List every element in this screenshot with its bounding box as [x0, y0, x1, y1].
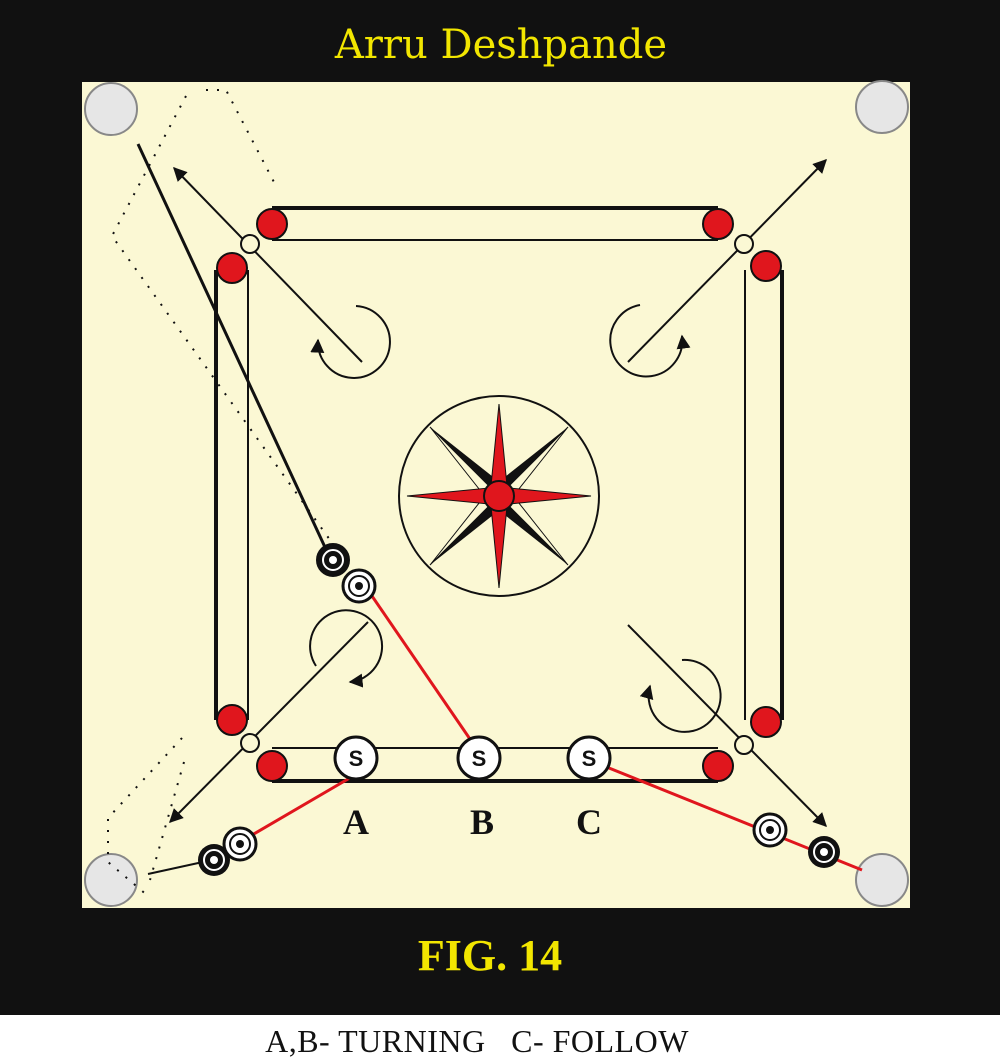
coins-bottom-left [198, 826, 258, 876]
coin-icon [198, 844, 230, 876]
pocket-icon [855, 853, 909, 907]
striker-icon [566, 735, 612, 781]
striker-c: S [566, 735, 612, 781]
coin-icon [808, 836, 840, 868]
coins-bottom-right [752, 812, 840, 868]
svg-text:S: S [472, 746, 487, 771]
compass-star-icon [398, 395, 600, 597]
corner-diagonals [169, 159, 827, 827]
rotation-arrow-icon [309, 609, 384, 688]
shot-label-c: C [576, 802, 602, 842]
shot-label-b: B [470, 802, 494, 842]
svg-text:S: S [582, 746, 597, 771]
figure-caption: A,B- TURNING C- FOLLOW [265, 1023, 689, 1059]
striker-a: S [333, 735, 379, 781]
pocket-icon [84, 853, 138, 907]
coins-left [316, 543, 377, 604]
striker-b: S [456, 735, 502, 781]
baseline-red-circles [216, 208, 782, 782]
pockets [84, 80, 909, 907]
rotation-arrows [309, 304, 722, 733]
coin-path-line [136, 143, 332, 559]
dotted-guides [107, 89, 331, 897]
rotation-arrow-icon [310, 305, 391, 379]
striker-icon [456, 735, 502, 781]
coin-icon [222, 826, 258, 862]
shot-label-a: A [343, 802, 369, 842]
striker-icon [333, 735, 379, 781]
coin-icon [341, 568, 377, 604]
coin-icon [316, 543, 350, 577]
figure-label: FIG. 14 [418, 931, 562, 980]
pocket-icon [855, 80, 909, 134]
author-title: Arru Deshpande [334, 22, 667, 68]
svg-text:S: S [349, 746, 364, 771]
rotation-arrow-icon [639, 658, 722, 733]
queen-icon [483, 480, 515, 512]
rotation-arrow-icon [609, 304, 691, 378]
coin-icon [752, 812, 788, 848]
pocket-icon [84, 82, 138, 136]
